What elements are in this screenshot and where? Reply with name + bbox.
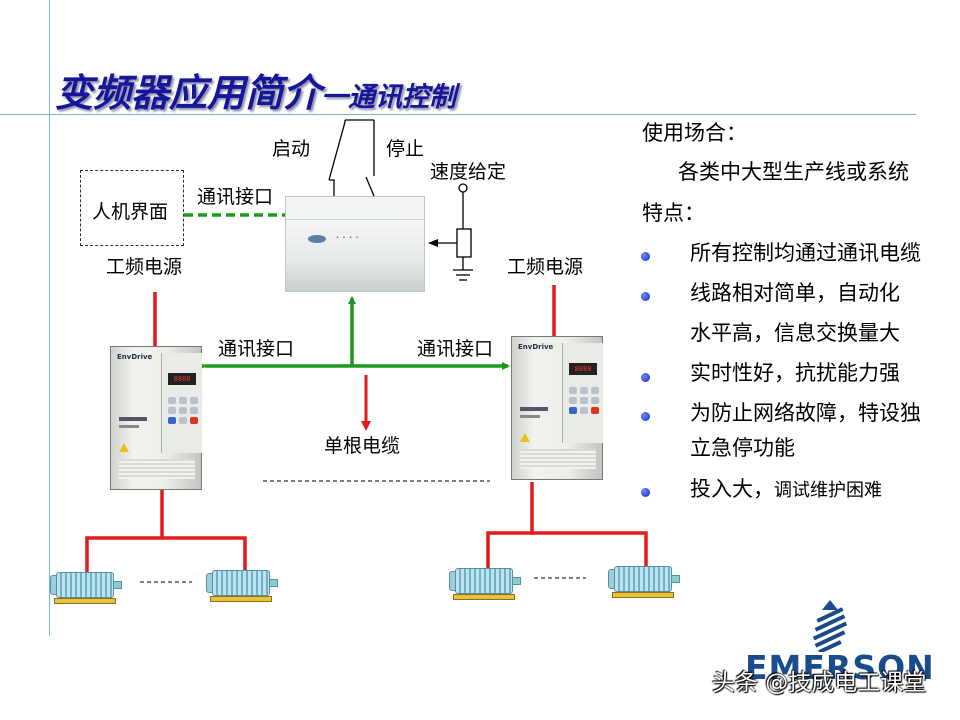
hmi-label: 人机界面 [92, 201, 169, 223]
inverter-left-image: EnvDrive 8888 [110, 346, 202, 490]
power-lines [85, 285, 648, 572]
inverter-nameplate [520, 407, 548, 411]
inverter-nameplate [119, 417, 147, 421]
dashed-separators [140, 480, 586, 583]
bullet-dot-icon [641, 292, 650, 301]
feature-3: 实时性好，抗扰能力强 [690, 361, 900, 385]
feature-1: 所有控制均通过通讯电缆 [690, 241, 921, 265]
motor-icon [608, 564, 684, 604]
inverter-brand-label: EnvDrive [117, 353, 153, 361]
feature-2-line1: 线路相对简单，自动化 [690, 281, 900, 305]
single-cable-label: 单根电缆 [324, 435, 401, 457]
start-label: 启动 [272, 138, 311, 160]
slide-title-sub: 一通讯控制 [321, 82, 457, 113]
plc-status-leds: • • • • [336, 235, 360, 241]
feature-5-main: 投入大， [690, 477, 774, 501]
slide-title-main: 变频器应用简介 [55, 70, 322, 115]
watermark: 头条 @技成电工课堂 [712, 670, 927, 696]
frame-horizontal-line [0, 114, 916, 115]
plc-top-cover [286, 197, 424, 220]
comm-port-top-label: 通讯接口 [197, 186, 274, 208]
features-title: 特点： [642, 201, 705, 225]
motor-icon [50, 570, 126, 610]
motor-icon [449, 566, 525, 606]
inverter-brand-label: EnvDrive [518, 343, 554, 351]
inverter-keypad-panel: 8888 [161, 353, 202, 453]
frame-vertical-line [49, 0, 50, 636]
inverter-display: 8888 [569, 363, 597, 375]
bullet-dot-icon [641, 373, 650, 382]
bullet-dot-icon [641, 252, 650, 261]
speed-setpoint-label: 速度给定 [430, 161, 507, 183]
comm-port-right-label: 通讯接口 [417, 338, 494, 360]
feature-5-small: 调试维护困难 [774, 480, 882, 501]
inverter-right-image: EnvDrive 8888 [511, 336, 603, 480]
inverter-display: 8888 [168, 373, 196, 385]
power-label-left: 工频电源 [106, 256, 183, 278]
warning-icon [119, 443, 129, 452]
usage-title: 使用场合： [642, 121, 747, 145]
hmi-box [80, 170, 184, 246]
speed-potentiometer [428, 183, 473, 281]
emerson-logo-text: EMERSON [745, 648, 935, 687]
start-stop-switch [328, 119, 375, 197]
inverter-keypad-panel: 8888 [562, 343, 603, 443]
feature-4-line1: 为防止网络故障，特设独 [690, 401, 921, 425]
inverter-nameplate-sub [119, 425, 139, 428]
plc-controller-image: • • • • [285, 196, 425, 292]
bullet-dot-icon [641, 488, 650, 497]
bullet-dot-icon [641, 412, 650, 421]
plc-logo-icon [308, 235, 326, 243]
feature-4-line2: 立急停功能 [690, 436, 795, 460]
stop-label: 停止 [386, 138, 425, 160]
emerson-logo-icon [812, 600, 848, 652]
inverter-keypad [569, 387, 599, 414]
inverter-label-text [119, 459, 195, 479]
feature-2-line2: 水平高，信息交换量大 [690, 321, 900, 345]
comm-port-left-label: 通讯接口 [218, 338, 295, 360]
slide-title: 变频器应用简介一通讯控制 [55, 62, 456, 117]
warning-icon [520, 433, 530, 442]
feature-5: 投入大，调试维护困难 [690, 479, 882, 500]
usage-text: 各类中大型生产线或系统 [678, 160, 909, 184]
motor-icon [206, 568, 282, 608]
inverter-keypad [168, 397, 198, 424]
inverter-nameplate-sub [520, 415, 540, 418]
inverter-label-text [520, 449, 596, 469]
power-label-right: 工频电源 [507, 256, 584, 278]
comm-bus [199, 296, 510, 370]
